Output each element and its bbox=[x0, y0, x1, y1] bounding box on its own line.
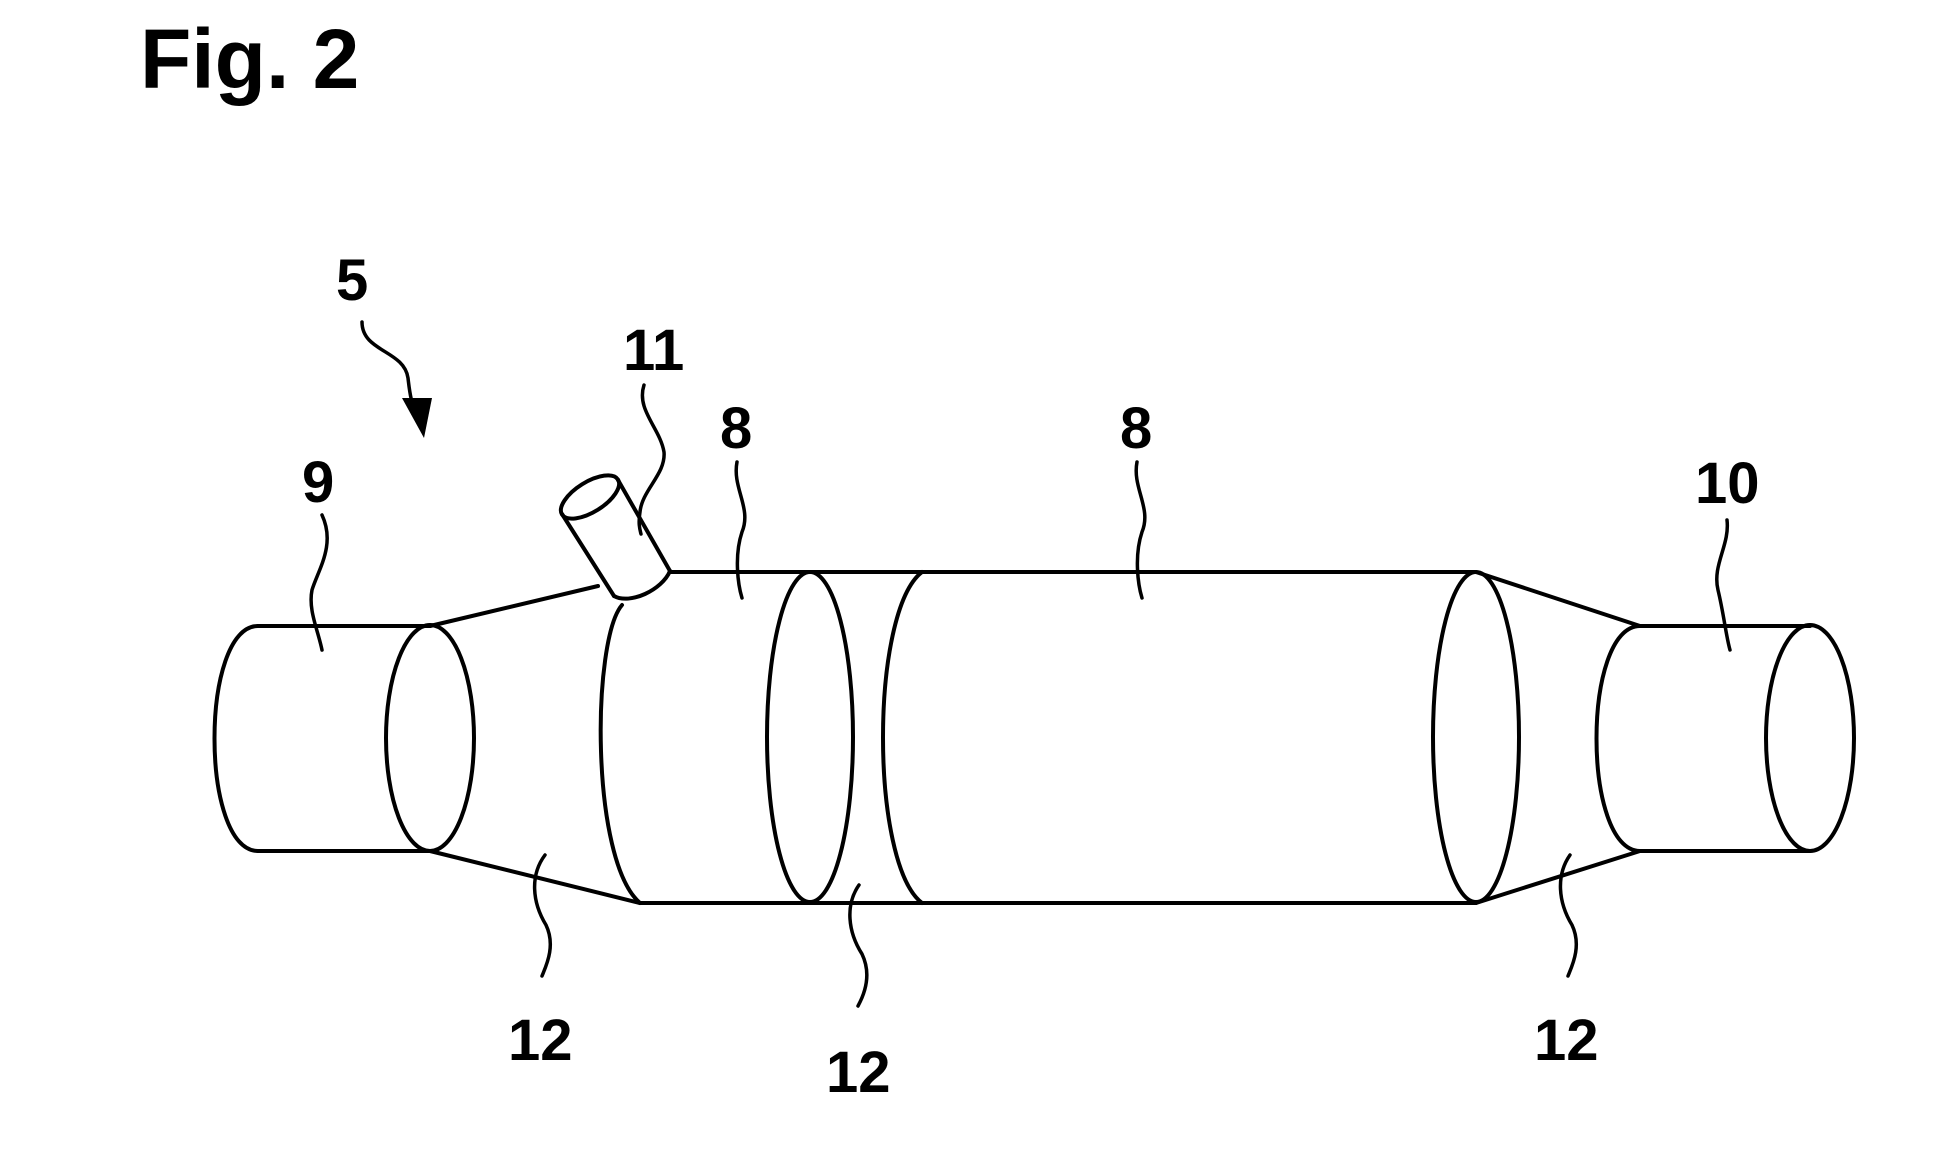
label-10: 10 bbox=[1695, 451, 1760, 516]
sensor-port bbox=[558, 473, 672, 601]
connecting-band bbox=[808, 570, 924, 905]
leader-12-middle bbox=[848, 883, 869, 1008]
reference-arrow-5 bbox=[360, 320, 432, 438]
inlet-pipe bbox=[212, 623, 476, 853]
leader-9 bbox=[309, 513, 329, 652]
leader-10 bbox=[1715, 518, 1732, 652]
outlet-pipe bbox=[1594, 623, 1856, 853]
label-5: 5 bbox=[336, 248, 368, 313]
label-12-left: 12 bbox=[508, 1008, 573, 1073]
leader-8-right bbox=[1134, 460, 1147, 600]
first-body-section bbox=[598, 570, 855, 905]
label-9: 9 bbox=[302, 450, 334, 515]
leader-12-left bbox=[532, 853, 552, 978]
second-body-section bbox=[881, 570, 1521, 905]
leader-lines bbox=[309, 383, 1732, 1008]
figure-title: Fig. 2 bbox=[140, 12, 359, 106]
leader-11 bbox=[637, 383, 666, 536]
label-8-left: 8 bbox=[720, 396, 752, 461]
label-11: 11 bbox=[623, 318, 684, 383]
label-12-middle: 12 bbox=[826, 1040, 891, 1105]
label-12-right: 12 bbox=[1534, 1008, 1599, 1073]
leader-12-right bbox=[1558, 853, 1578, 978]
leader-8-left bbox=[734, 460, 747, 600]
label-8-right: 8 bbox=[1120, 396, 1152, 461]
outlet-cone bbox=[1474, 570, 1642, 905]
